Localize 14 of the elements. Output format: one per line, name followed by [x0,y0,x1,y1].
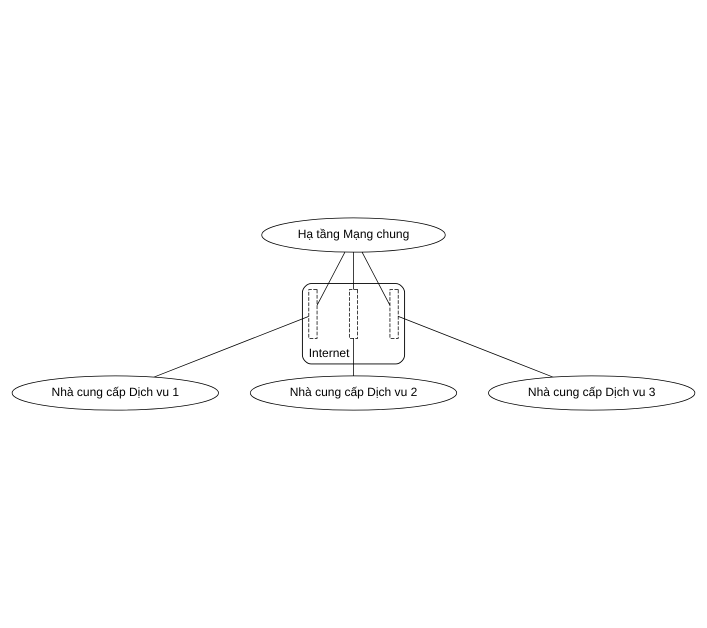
connector [353,338,354,376]
cluster: Internet [302,283,406,364]
node-ellipse: Nhà cung cấp Dịch vu 1 [12,376,219,410]
connector [353,252,354,290]
node-ellipse: Nhà cung cấp Dịch vu 3 [488,376,696,410]
connector [153,316,309,378]
node-ellipse: Nhà cung cấp Dịch vu 2 [250,376,458,410]
connector [316,252,346,306]
connector [398,316,554,378]
node-box [390,289,399,339]
node-box [308,289,318,339]
node-box [349,289,358,339]
connector [362,252,390,306]
node-ellipse: Hạ tầng Mạng chung [261,218,446,252]
